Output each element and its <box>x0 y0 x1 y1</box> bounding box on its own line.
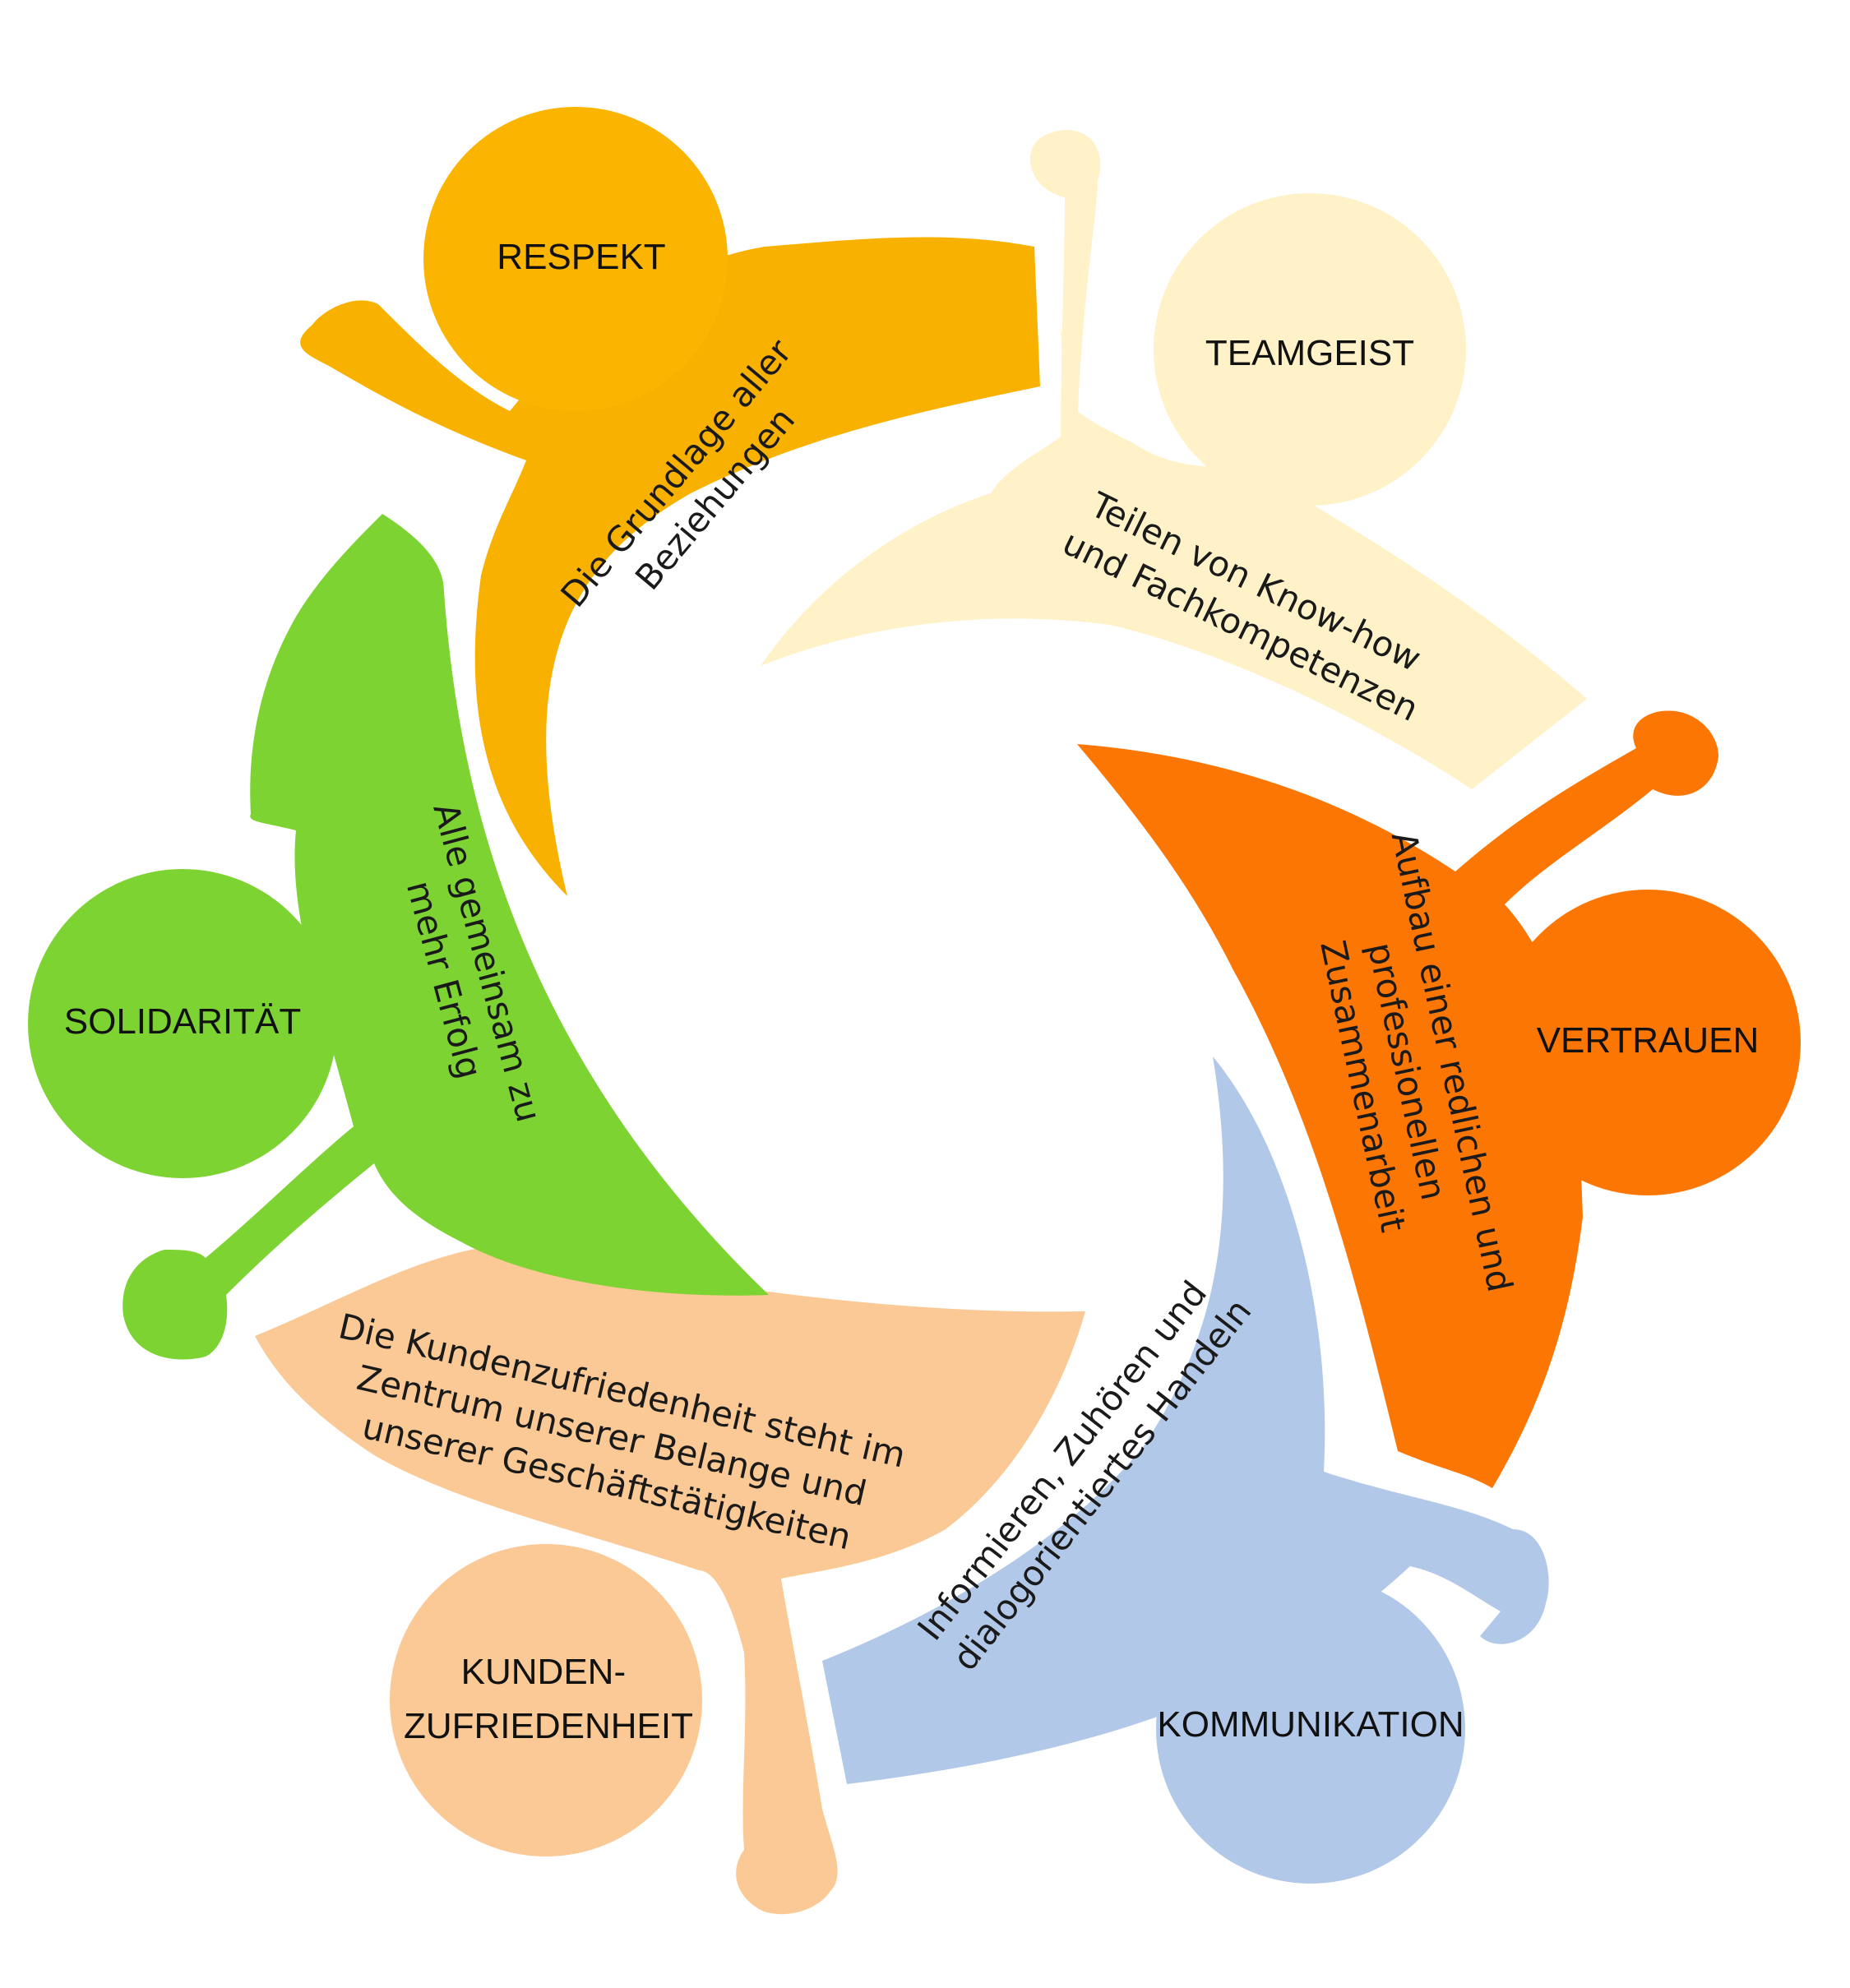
figure-teamgeist: TEAMGEIST Teilen von Know-how und Fachko… <box>761 130 1587 789</box>
figure-kundenzufriedenheit: KUNDEN- ZUFRIEDENHEIT Die Kundenzufriede… <box>255 1246 1085 1915</box>
vertrauen-arm <box>1077 710 1718 1488</box>
figure-vertrauen: VERTRAUEN Aufbau einer redlichen und pro… <box>1077 710 1801 1488</box>
teamgeist-title: TEAMGEIST <box>1205 333 1414 373</box>
teamgeist-raised-arm <box>1029 130 1101 461</box>
solidaritaet-title: SOLIDARITÄT <box>64 1001 302 1042</box>
figure-solidaritaet: SOLIDARITÄT Alle gemeinsam zu mehr Erfol… <box>28 514 769 1360</box>
respekt-arm <box>300 237 1040 896</box>
figure-respekt: RESPEKT Die Grundlage aller Beziehungen <box>300 107 1040 896</box>
respekt-head <box>423 107 728 411</box>
teamgeist-head <box>1154 193 1466 506</box>
kundenzufriedenheit-arm <box>255 1246 1085 1915</box>
teamgeist-arm <box>761 329 1587 789</box>
kommunikation-head <box>1156 1574 1465 1884</box>
solidaritaet-arm <box>123 514 769 1360</box>
kundenzufriedenheit-head <box>390 1544 702 1856</box>
vertrauen-head <box>1495 890 1801 1195</box>
kundenzufriedenheit-title: KUNDEN- ZUFRIEDENHEIT <box>404 1652 693 1746</box>
vertrauen-title: VERTRAUEN <box>1537 1020 1760 1061</box>
kommunikation-title: KOMMUNIKATION <box>1157 1704 1464 1745</box>
solidaritaet-head <box>28 869 337 1178</box>
respekt-title: RESPEKT <box>497 237 665 277</box>
